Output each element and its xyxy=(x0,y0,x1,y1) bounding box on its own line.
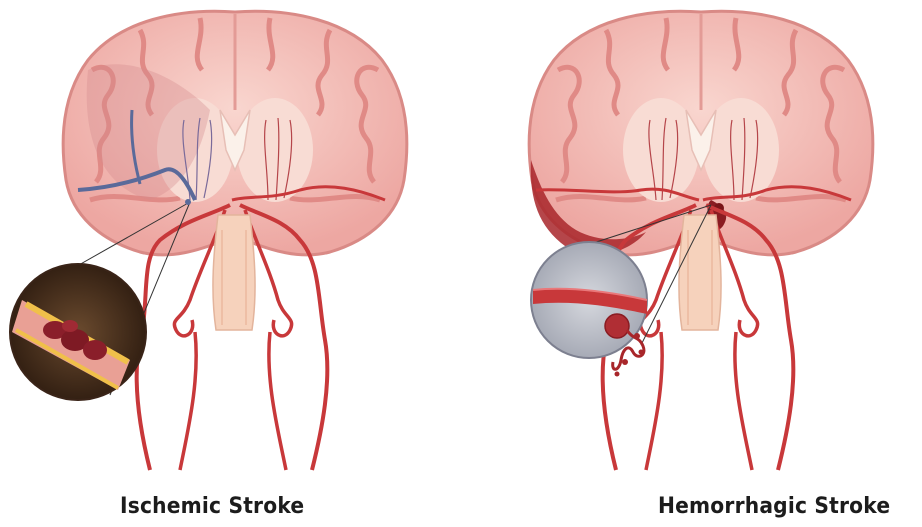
clot-inset xyxy=(10,264,146,400)
ischemic-panel: Ischemic Stroke xyxy=(0,0,461,527)
ruptured-vessel-inset xyxy=(531,242,647,358)
ischemic-stroke-label: Ischemic Stroke xyxy=(120,494,304,519)
hemorrhagic-illustration xyxy=(461,0,922,527)
occlusion-site-marker xyxy=(185,199,191,205)
ischemic-illustration xyxy=(0,0,461,527)
brainstem xyxy=(213,215,255,330)
hemorrhagic-panel xyxy=(461,0,922,527)
brainstem xyxy=(679,215,721,330)
hemorrhagic-stroke-label: Hemorrhagic Stroke xyxy=(658,494,890,519)
